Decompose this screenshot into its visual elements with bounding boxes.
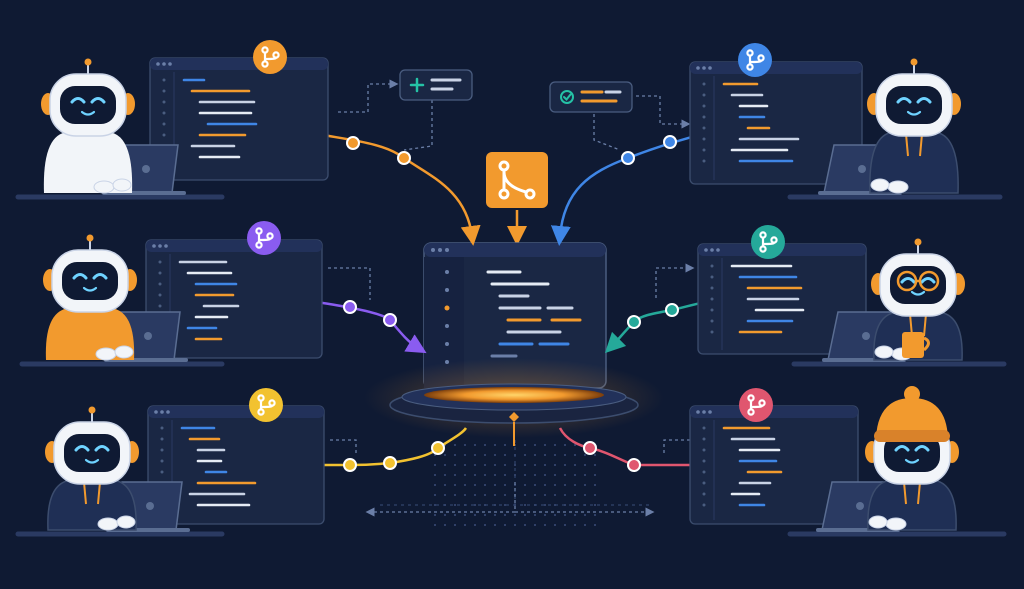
floor-guides (380, 440, 650, 510)
branch-badge (751, 225, 785, 259)
code-editor-window (149, 57, 329, 181)
git-branch-icon (255, 227, 274, 249)
robot-agent (865, 386, 959, 531)
git-branch-icon (759, 231, 778, 253)
central-editor (423, 242, 607, 389)
commit-node (343, 300, 357, 314)
agent-top-left (15, 40, 329, 200)
coffee-mug (902, 332, 930, 358)
robot-agent (43, 234, 137, 361)
robot-agent (45, 406, 139, 531)
merge-platform (364, 358, 664, 446)
code-editor-window (689, 405, 859, 525)
branch-badge (247, 221, 281, 255)
robot-agent (41, 58, 135, 194)
central-code-lines (486, 270, 582, 358)
commit-node (383, 313, 397, 327)
merge-badge (486, 152, 548, 208)
commit-node (621, 151, 635, 165)
glasses (896, 270, 940, 292)
commit-node (383, 456, 397, 470)
branch-badge (253, 40, 287, 74)
commit-node (346, 136, 360, 150)
agent-bottom-right (689, 386, 1007, 537)
hoodie (45, 308, 135, 360)
git-branch-icon (746, 49, 765, 71)
commit-node (583, 441, 597, 455)
robot-face (886, 86, 942, 124)
code-editor-window (689, 61, 863, 185)
check-circle-icon (560, 90, 574, 104)
branch-badge (249, 388, 283, 422)
git-merge-icon (498, 160, 536, 200)
robot-agent (867, 58, 961, 194)
commit-node (431, 441, 445, 455)
agent-middle-left (19, 221, 323, 367)
agent-bottom-left (15, 388, 325, 537)
add-change-card (399, 69, 473, 101)
robot-face (884, 434, 940, 472)
robot-face (60, 86, 116, 124)
commit-node (627, 458, 641, 472)
central-gutter (444, 270, 450, 364)
git-branch-icon (261, 46, 280, 68)
commit-node (627, 315, 641, 329)
hoodie (43, 132, 133, 193)
agent-middle-right (697, 225, 1007, 367)
git-branch-icon (747, 394, 766, 416)
commit-node (663, 135, 677, 149)
dashed-connectors (328, 79, 695, 517)
robot-face (890, 266, 946, 304)
robot-face (64, 434, 120, 472)
commit-node (665, 303, 679, 317)
commit-node (397, 151, 411, 165)
agent-top-right (689, 43, 1003, 200)
robot-face (62, 262, 118, 300)
commit-node (343, 458, 357, 472)
code-editor-window (147, 405, 325, 525)
branch-badge (739, 388, 773, 422)
check-card (549, 81, 633, 113)
plus-icon (409, 77, 425, 93)
code-editor-window (145, 239, 323, 359)
branch-path-teal (604, 294, 726, 354)
git-branch-icon (257, 394, 276, 416)
branch-badge (738, 43, 772, 77)
beanie-hat (874, 386, 950, 442)
robot-agent (871, 238, 965, 361)
